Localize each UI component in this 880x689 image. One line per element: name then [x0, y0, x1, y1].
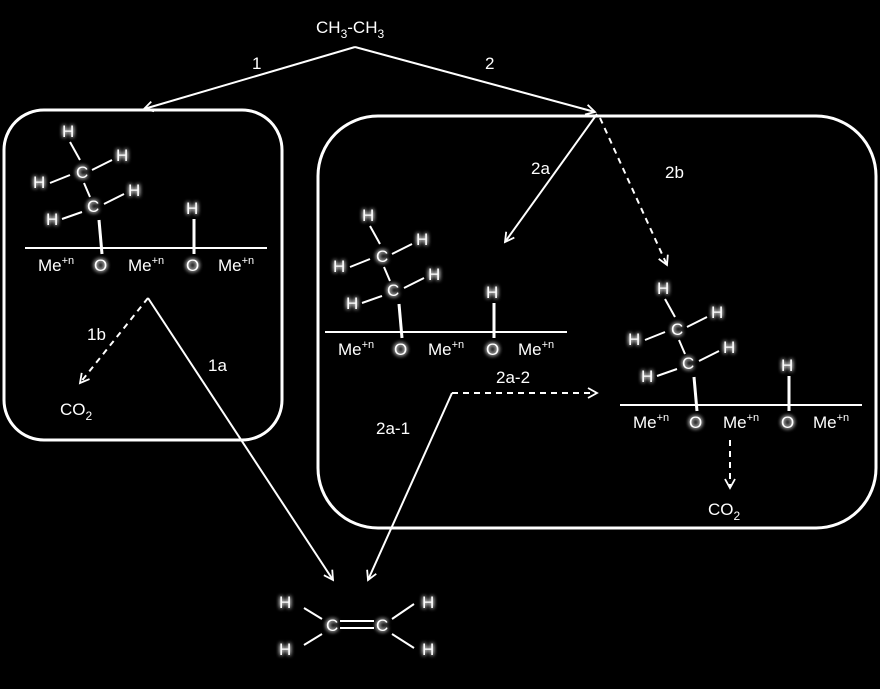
ethylene-h-top-left: H: [279, 593, 291, 612]
surface-oxygen: O: [689, 413, 702, 432]
bond-ch: [303, 633, 323, 646]
bond-ch: [69, 141, 81, 161]
surface-oxygen: O: [94, 256, 107, 275]
bond-ch: [369, 225, 381, 245]
ethyl-c-surface: C: [387, 281, 399, 300]
arrow-path-2a: [503, 113, 598, 244]
metal-site-label: Me+n: [723, 412, 759, 432]
label-path-2: 2: [485, 54, 494, 73]
co2-product-2: CO2: [708, 500, 741, 523]
reactant-formula: CH3-CH3: [316, 18, 384, 41]
bond-ch: [61, 211, 83, 220]
ethylene-h-top-right: H: [422, 593, 434, 612]
hydroxyl-h: H: [186, 199, 198, 218]
ethyl-h-left-upper: H: [33, 173, 45, 192]
ethylene-h-bottom-left: H: [279, 640, 291, 659]
hydroxyl-h: H: [486, 283, 498, 302]
ethyl-h-top: H: [62, 122, 74, 141]
bond-ch: [391, 603, 415, 620]
metal-site-label: Me+n: [38, 255, 74, 275]
arrow-path-2a1: [366, 392, 453, 582]
ethyl-c-methyl: C: [671, 320, 683, 339]
bond-ch: [303, 607, 323, 620]
bond-ch: [656, 368, 678, 377]
bond-ch: [698, 350, 720, 362]
arrow-path-1b: [78, 297, 149, 385]
bond-cc: [383, 266, 391, 282]
metal-site-label: Me+n: [338, 339, 374, 359]
bond-ch: [391, 243, 413, 255]
ethyl-h-left-upper: H: [628, 330, 640, 349]
metal-site-label: Me+n: [218, 255, 254, 275]
label-path-2b: 2b: [665, 163, 684, 182]
bond-cc: [83, 182, 91, 198]
ethyl-h-left-lower: H: [641, 367, 653, 386]
label-path-2a2: 2a-2: [496, 368, 530, 387]
ethyl-h-right-lower: H: [723, 338, 735, 357]
ethyl-h-left-lower: H: [46, 210, 58, 229]
label-path-1a: 1a: [208, 356, 227, 375]
ethyl-c-surface: C: [87, 197, 99, 216]
bond-ch: [664, 298, 676, 318]
label-path-1: 1: [252, 54, 261, 73]
ethyl-h-right-upper: H: [711, 303, 723, 322]
pathway-1-box: [2, 108, 284, 442]
arrow-path-1: [142, 46, 356, 113]
ethyl-h-left-upper: H: [333, 257, 345, 276]
bond-ch: [91, 159, 113, 171]
ethyl-h-right-lower: H: [128, 181, 140, 200]
label-path-1b: 1b: [87, 325, 106, 344]
hydroxyl-h: H: [781, 356, 793, 375]
ethyl-h-right-upper: H: [116, 146, 128, 165]
ethylene-h-bottom-right: H: [422, 640, 434, 659]
ethylene-product: H H C C H H: [279, 593, 434, 659]
ethyl-c-methyl: C: [76, 163, 88, 182]
bond-cc: [678, 339, 686, 355]
bond-ch: [644, 331, 666, 341]
bond-ch: [349, 258, 371, 268]
surface-oxygen: O: [486, 340, 499, 359]
ethyl-h-left-lower: H: [346, 294, 358, 313]
ethylene-c-left: C: [326, 616, 338, 635]
bond-ch: [686, 316, 708, 328]
metal-site-label: Me+n: [518, 339, 554, 359]
ethyl-h-right-upper: H: [416, 230, 428, 249]
ethyl-c-surface: C: [682, 354, 694, 373]
arrow-path-2: [354, 46, 597, 116]
label-path-2a: 2a: [531, 159, 550, 178]
surface-oxygen: O: [394, 340, 407, 359]
bond-ch: [403, 277, 425, 289]
bond-ch: [391, 633, 415, 649]
arrow-path-2b: [599, 117, 669, 267]
metal-site-label: Me+n: [633, 412, 669, 432]
ethyl-c-methyl: C: [376, 247, 388, 266]
surface-oxygen: O: [781, 413, 794, 432]
ethyl-h-right-lower: H: [428, 265, 440, 284]
metal-site-label: Me+n: [428, 339, 464, 359]
bond-ch: [103, 193, 125, 205]
bond-ch: [361, 295, 383, 304]
bond-ch: [49, 174, 71, 184]
arrow-path-1a: [147, 297, 335, 582]
metal-site-label: Me+n: [813, 412, 849, 432]
label-path-2a1: 2a-1: [376, 419, 410, 438]
pathway-2-box: [316, 114, 878, 530]
ethyl-h-top: H: [362, 206, 374, 225]
co2-product-1: CO2: [60, 400, 93, 423]
ethyl-h-top: H: [657, 279, 669, 298]
metal-site-label: Me+n: [128, 255, 164, 275]
ethylene-c-right: C: [376, 616, 388, 635]
surface-oxygen: O: [186, 256, 199, 275]
